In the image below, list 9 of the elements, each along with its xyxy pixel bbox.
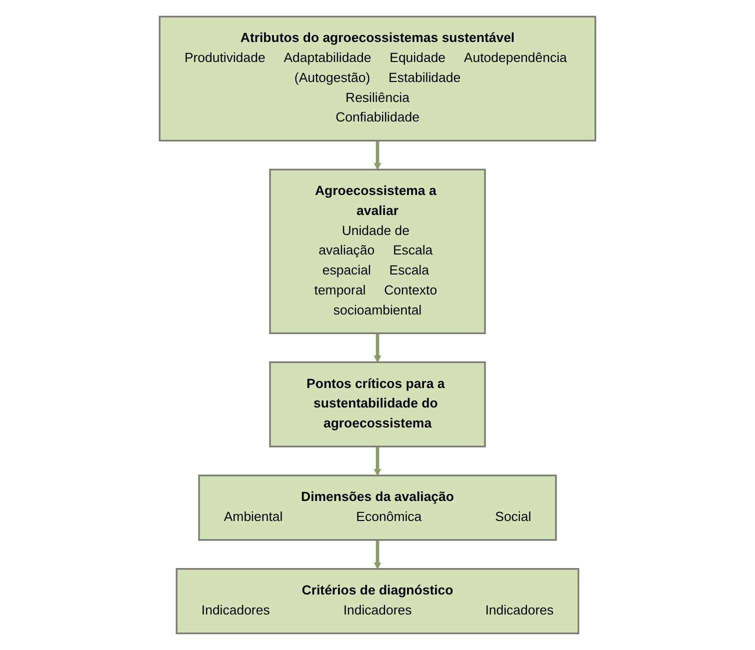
node-box: Dimensões da avaliação Ambiental Econômica Social (198, 474, 557, 541)
arrow (374, 446, 382, 476)
arrow (374, 140, 382, 170)
node-box: Atributos do agroecossistemas sustentável Produtividade Adaptabilidade Equidade Autodependência (Autogestão) Estabilidade Resiliência Confiabilidade (158, 16, 596, 142)
node-box: Agroecossistema a avaliar Unidade de avaliação Escala espacial Escala temporal Contexto socioambiental (269, 168, 486, 334)
node-box: Critérios de diagnóstico Indicadores Indicadores Indicadores (176, 568, 580, 634)
arrow (374, 333, 382, 363)
node-box: Pontos críticos para a sustentabilidade do agroecossistema (269, 361, 486, 448)
arrow (374, 540, 382, 570)
